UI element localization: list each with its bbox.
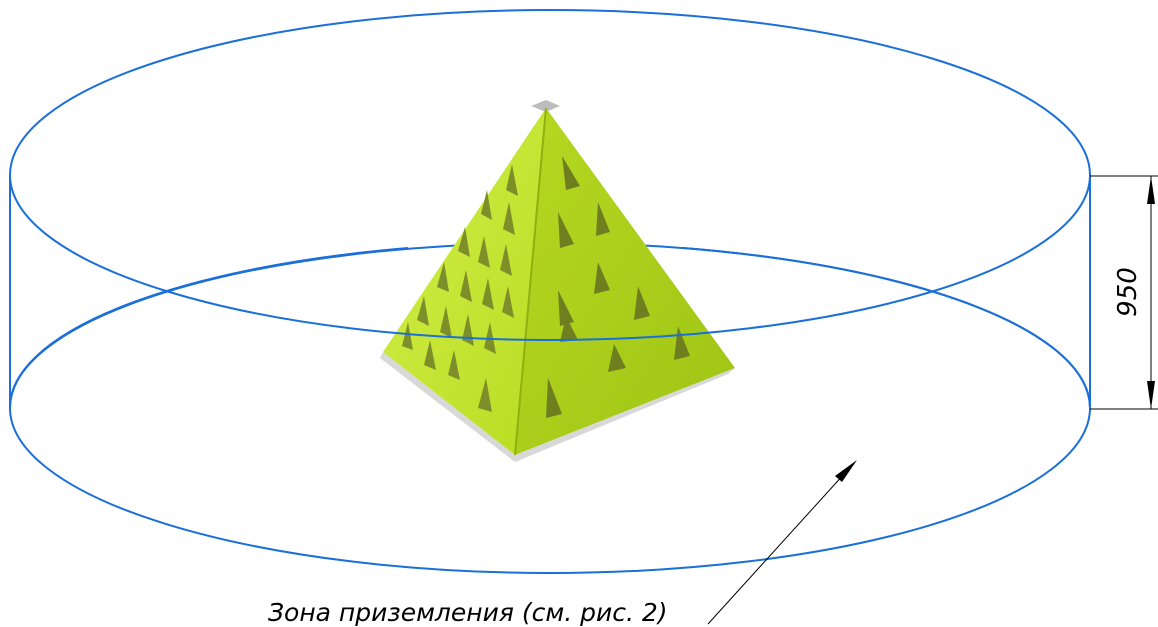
pyramid-right-face [515,108,735,455]
pyramid-top-cap [531,100,560,112]
dimension-arrow-bottom [1147,381,1155,409]
zone-top-ellipse [9,9,1091,341]
callout-leader-line [707,461,856,625]
pyramid-model [380,100,735,462]
zone-bottom-back-arc [8,247,1091,409]
height-dimension: 950 [1090,175,1158,410]
pyramid-ridge [514,107,547,456]
callout-label: Зона приземления (см. рис. 2) [268,598,668,627]
dimension-value: 950 [1113,267,1143,317]
callout-arrowhead [835,460,857,482]
landing-zone-callout: Зона приземления (см. рис. 2) [268,460,857,627]
dimension-arrow-top [1147,176,1155,204]
pyramid-bottom-edge [380,352,735,462]
